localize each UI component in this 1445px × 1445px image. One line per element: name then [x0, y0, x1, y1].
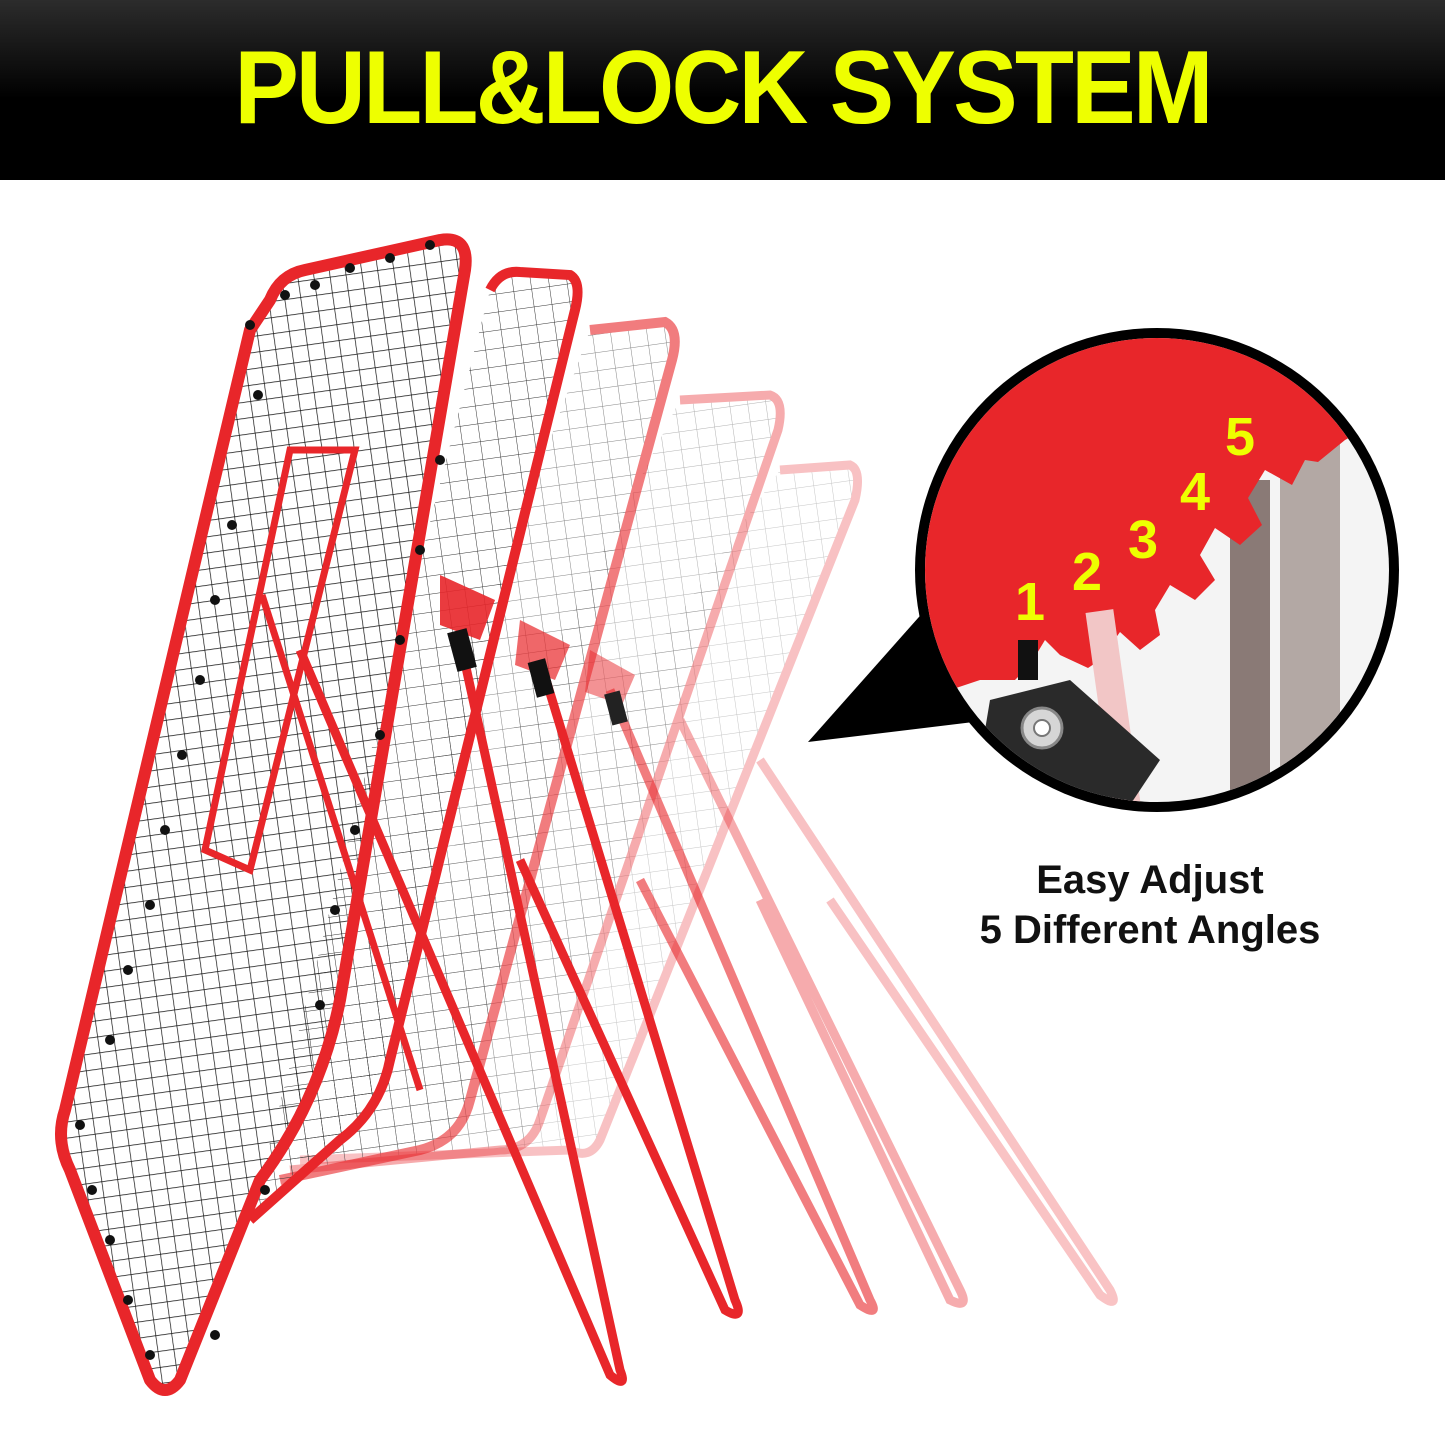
banner-title: PULL&LOCK SYSTEM [234, 30, 1213, 146]
bungee-clips [75, 240, 445, 1360]
notch-label-5: 5 [1225, 407, 1255, 467]
caption-line-2: 5 Different Angles [979, 908, 1321, 952]
caption-line-1: Easy Adjust [1036, 858, 1264, 902]
notch-label-1: 1 [1015, 572, 1045, 632]
frame-position-1 [55, 233, 627, 1396]
adjustment-brackets [440, 575, 635, 726]
notch-label-2: 2 [1072, 542, 1102, 602]
header-banner: PULL&LOCK SYSTEM [0, 0, 1445, 180]
feature-caption: Easy Adjust 5 Different Angles [940, 855, 1360, 955]
notch-label-4: 4 [1180, 462, 1210, 522]
rebounder-illustration [55, 233, 1118, 1396]
notch-label-3: 3 [1128, 510, 1158, 570]
